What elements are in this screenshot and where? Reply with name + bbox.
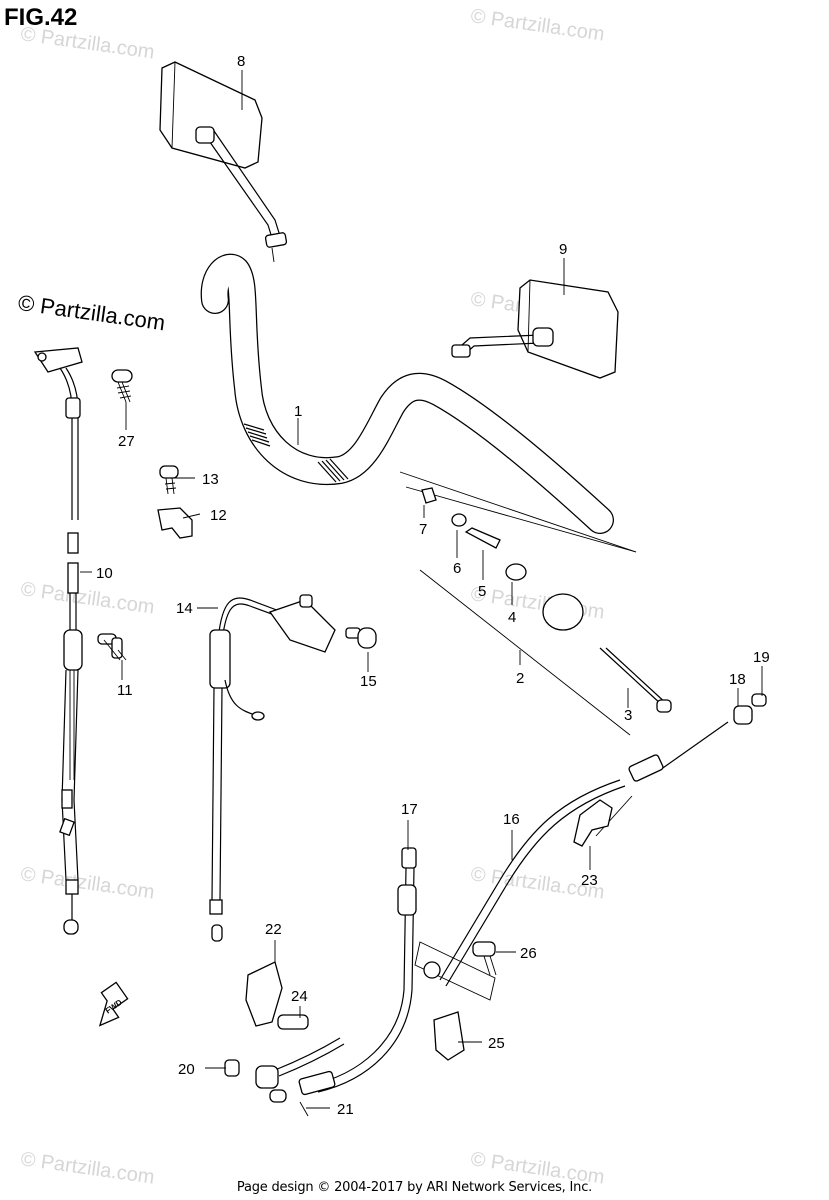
- switch-cable[interactable]: [209, 594, 336, 942]
- callout-19: 19: [753, 649, 770, 666]
- plate[interactable]: [414, 941, 496, 1001]
- callout-26: 26: [520, 945, 537, 962]
- callout-17: 17: [401, 801, 418, 818]
- callout-3: 3: [624, 707, 632, 724]
- callout-24: 24: [291, 988, 308, 1005]
- lever-22[interactable]: [245, 961, 283, 1027]
- bolt-26[interactable]: [472, 941, 497, 976]
- callout-labels: 1 2 3 4 5 6 7 8 9 10 11 12 13 14 15 16 1…: [96, 53, 770, 1118]
- callout-25: 25: [488, 1035, 505, 1052]
- callout-5: 5: [478, 583, 486, 600]
- callout-11: 11: [117, 682, 133, 699]
- cable-20[interactable]: [224, 1037, 345, 1089]
- callout-10: 10: [96, 565, 113, 582]
- callout-6: 6: [453, 560, 461, 577]
- callout-4: 4: [508, 609, 516, 626]
- page-footer: Page design © 2004-2017 by ARI Network S…: [236, 1180, 593, 1195]
- throttle-cable[interactable]: [33, 347, 83, 935]
- callout-16: 16: [503, 811, 520, 828]
- callout-2: 2: [516, 670, 524, 687]
- callout-21: 21: [337, 1101, 354, 1118]
- handlebar[interactable]: [200, 253, 614, 534]
- watermark: © Partzilla.com: [19, 863, 156, 904]
- watermark: © Partzilla.com: [469, 583, 606, 624]
- callout-27: 27: [118, 433, 135, 450]
- mirror-right[interactable]: [451, 279, 619, 379]
- callout-18: 18: [729, 671, 746, 688]
- fwd-arrow-icon: FWD: [98, 981, 129, 1027]
- cable-end-18[interactable]: [733, 705, 753, 725]
- callout-14: 14: [176, 600, 193, 617]
- figure-title: FIG.42: [4, 4, 78, 31]
- clip-21[interactable]: [269, 1089, 309, 1117]
- callout-22: 22: [265, 921, 282, 938]
- pin-24[interactable]: [277, 1014, 309, 1030]
- bracket-23[interactable]: [573, 799, 613, 847]
- clamp-12[interactable]: [157, 507, 193, 539]
- clutch-cable-17[interactable]: [298, 847, 417, 1096]
- callout-7: 7: [419, 521, 427, 538]
- leader-lines: [80, 70, 763, 1109]
- holder-group[interactable]: [399, 471, 672, 736]
- screw-15[interactable]: [345, 627, 377, 649]
- callout-8: 8: [237, 53, 245, 70]
- screw-11[interactable]: [97, 633, 127, 661]
- cap-19[interactable]: [751, 693, 767, 707]
- callout-15: 15: [360, 673, 377, 690]
- bolt-13[interactable]: [159, 465, 179, 495]
- bracket-25[interactable]: [433, 1011, 465, 1061]
- screw-27[interactable]: [111, 369, 133, 403]
- callout-12: 12: [210, 507, 227, 524]
- callout-20: 20: [178, 1061, 195, 1078]
- callout-13: 13: [202, 471, 219, 488]
- callout-9: 9: [559, 241, 567, 258]
- callout-23: 23: [581, 872, 598, 889]
- watermark: © Partzilla.com: [469, 5, 606, 46]
- watermark: © Partzilla.com: [19, 578, 156, 619]
- callout-1: 1: [294, 403, 302, 420]
- brake-cable-16[interactable]: [439, 721, 729, 987]
- mirror-left[interactable]: [159, 61, 288, 263]
